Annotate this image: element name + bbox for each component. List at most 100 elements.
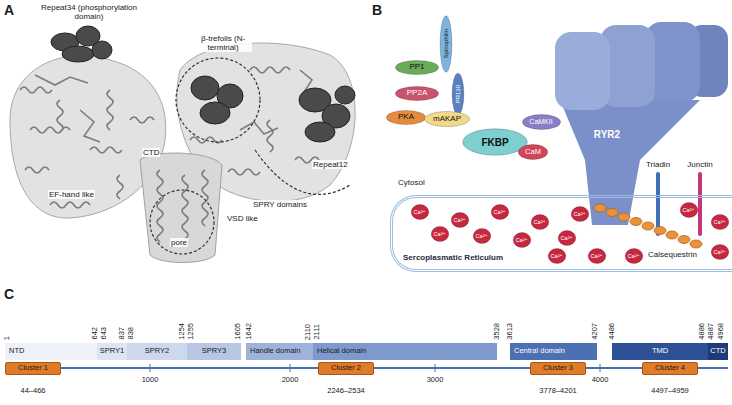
protein-oval: CaMKII <box>522 114 561 130</box>
node-text: Helical domain <box>317 347 366 355</box>
protein-structure-part-part <box>117 175 123 199</box>
node-text: SPRY1 <box>100 347 124 355</box>
domain-segment: TMD <box>612 343 708 360</box>
range-label: 44–466 <box>20 387 45 395</box>
calsequestrin-chain-part <box>642 222 654 230</box>
structure-label: SPRY domains <box>252 200 308 209</box>
protein-structure-part-part <box>130 117 154 123</box>
ion-circle: Ca²⁺ <box>431 226 449 242</box>
protein-structure-part-part <box>25 167 49 173</box>
residue-number: 1254 <box>178 323 186 340</box>
oval-shape <box>424 111 469 126</box>
ion-circle: Ca²⁺ <box>711 244 729 260</box>
sequence-axis-part <box>290 364 291 372</box>
protein-structure-part-part <box>250 67 290 73</box>
protein-structure-part-part <box>92 41 112 59</box>
node-text: Central domain <box>514 347 565 355</box>
cluster-box: Cluster 22246–2534 <box>318 362 374 375</box>
axis-tick-label: 3000 <box>427 376 444 385</box>
node-text: Ca²⁺ <box>494 209 506 215</box>
structure-label: CTD <box>142 148 160 157</box>
ryr2-channel-part <box>555 32 610 110</box>
protein-structure-part-part <box>176 58 260 142</box>
node-text: Spinophilin <box>443 29 450 58</box>
ion-circle: Ca²⁺ <box>625 248 643 264</box>
structure-label: VSD like <box>226 214 259 223</box>
oval-shape <box>518 144 547 159</box>
protein-structure-part-part <box>255 150 350 194</box>
calsequestrin-chain-part <box>618 213 630 221</box>
residue-number: 838 <box>127 327 135 340</box>
domain-segment: SPRY1 <box>97 343 127 360</box>
node-text: Cluster 4 <box>655 364 685 372</box>
protein-structure-part <box>10 56 166 218</box>
domain-segment: CTD <box>708 343 728 360</box>
ion-circle: Ca²⁺ <box>531 214 549 230</box>
protein-structure-part-part <box>30 127 70 133</box>
oval-shape <box>451 212 469 227</box>
protein-oval: PP2A <box>395 86 439 101</box>
residue-number: 4207 <box>591 323 599 340</box>
ion-circle: Ca²⁺ <box>680 202 698 218</box>
ion-circle: Ca²⁺ <box>558 230 576 246</box>
residue-number: 1605 <box>234 323 242 340</box>
calsequestrin-chain-part <box>606 209 618 217</box>
node-text: mAKAP <box>433 115 461 124</box>
node-text: Ca²⁺ <box>714 219 726 225</box>
protein-label: Calsequestrin <box>648 250 697 259</box>
protein-structure-part <box>51 26 355 142</box>
protein-oval: PP1 <box>395 60 439 75</box>
calsequestrin-chain-part <box>630 218 642 226</box>
protein-label: Junctin <box>687 160 712 169</box>
axis-tick-label: 1000 <box>142 376 159 385</box>
oval-shape <box>395 60 438 74</box>
oval-shape <box>522 114 560 129</box>
structure-label: Repeat12 <box>312 160 349 169</box>
protein-structure-part-part <box>35 75 88 85</box>
protein-structure-part-part <box>267 120 273 152</box>
axis-tick-label: 4000 <box>592 376 609 385</box>
membrane-proteins <box>656 172 702 236</box>
node-text: Ca²⁺ <box>591 253 603 259</box>
panel-letter: C <box>4 286 14 302</box>
node-text: SPRY2 <box>145 347 169 355</box>
residue-number: 643 <box>100 327 108 340</box>
protein-structure-part-part <box>50 202 90 208</box>
protein-structure-part-part <box>150 190 214 254</box>
residue-number: 4887 <box>707 323 715 340</box>
oval-shape <box>395 86 438 100</box>
protein-structure <box>10 26 355 263</box>
protein-structure-part-part <box>107 90 113 130</box>
ion-circle: Ca²⁺ <box>513 232 531 248</box>
cluster-box: Cluster 33778–4201 <box>530 362 586 375</box>
ion-circle: Ca²⁺ <box>571 206 589 222</box>
protein-structure-part-part <box>57 100 63 132</box>
protein-structure-part-part <box>90 147 122 153</box>
node-text: CaMKII <box>529 118 552 126</box>
oval-shape <box>473 228 491 243</box>
node-text: PR130 <box>455 85 462 103</box>
range-label: 2246–2534 <box>327 387 365 395</box>
calsequestrin-chain-part <box>666 231 678 239</box>
channel-label: RYR2 <box>585 126 629 142</box>
compartment-label: Cytosol <box>398 178 425 187</box>
structure-label: Repeat34 (phosphorylation domain) <box>38 3 140 21</box>
node-text: Ca²⁺ <box>574 211 586 217</box>
oval-shape <box>513 232 531 247</box>
residue-number: 1 <box>3 336 11 340</box>
node-text: Ca²⁺ <box>628 253 640 259</box>
protein-structure-part-part <box>191 76 219 100</box>
residue-number: 1255 <box>187 323 195 340</box>
domain-segment: Central domain <box>510 343 597 360</box>
ion-circle: Ca²⁺ <box>451 212 469 228</box>
node-text: Cluster 3 <box>543 364 573 372</box>
node-text: Ca²⁺ <box>551 253 563 259</box>
structure-label: pore <box>170 238 188 247</box>
cluster-box: Cluster 144–466 <box>5 362 61 375</box>
node-text: PP1 <box>409 63 424 72</box>
node-text: Ca²⁺ <box>516 237 528 243</box>
oval-shape <box>588 248 606 263</box>
oval-shape <box>625 248 643 263</box>
cluster-box: Cluster 44497–4959 <box>642 362 698 375</box>
